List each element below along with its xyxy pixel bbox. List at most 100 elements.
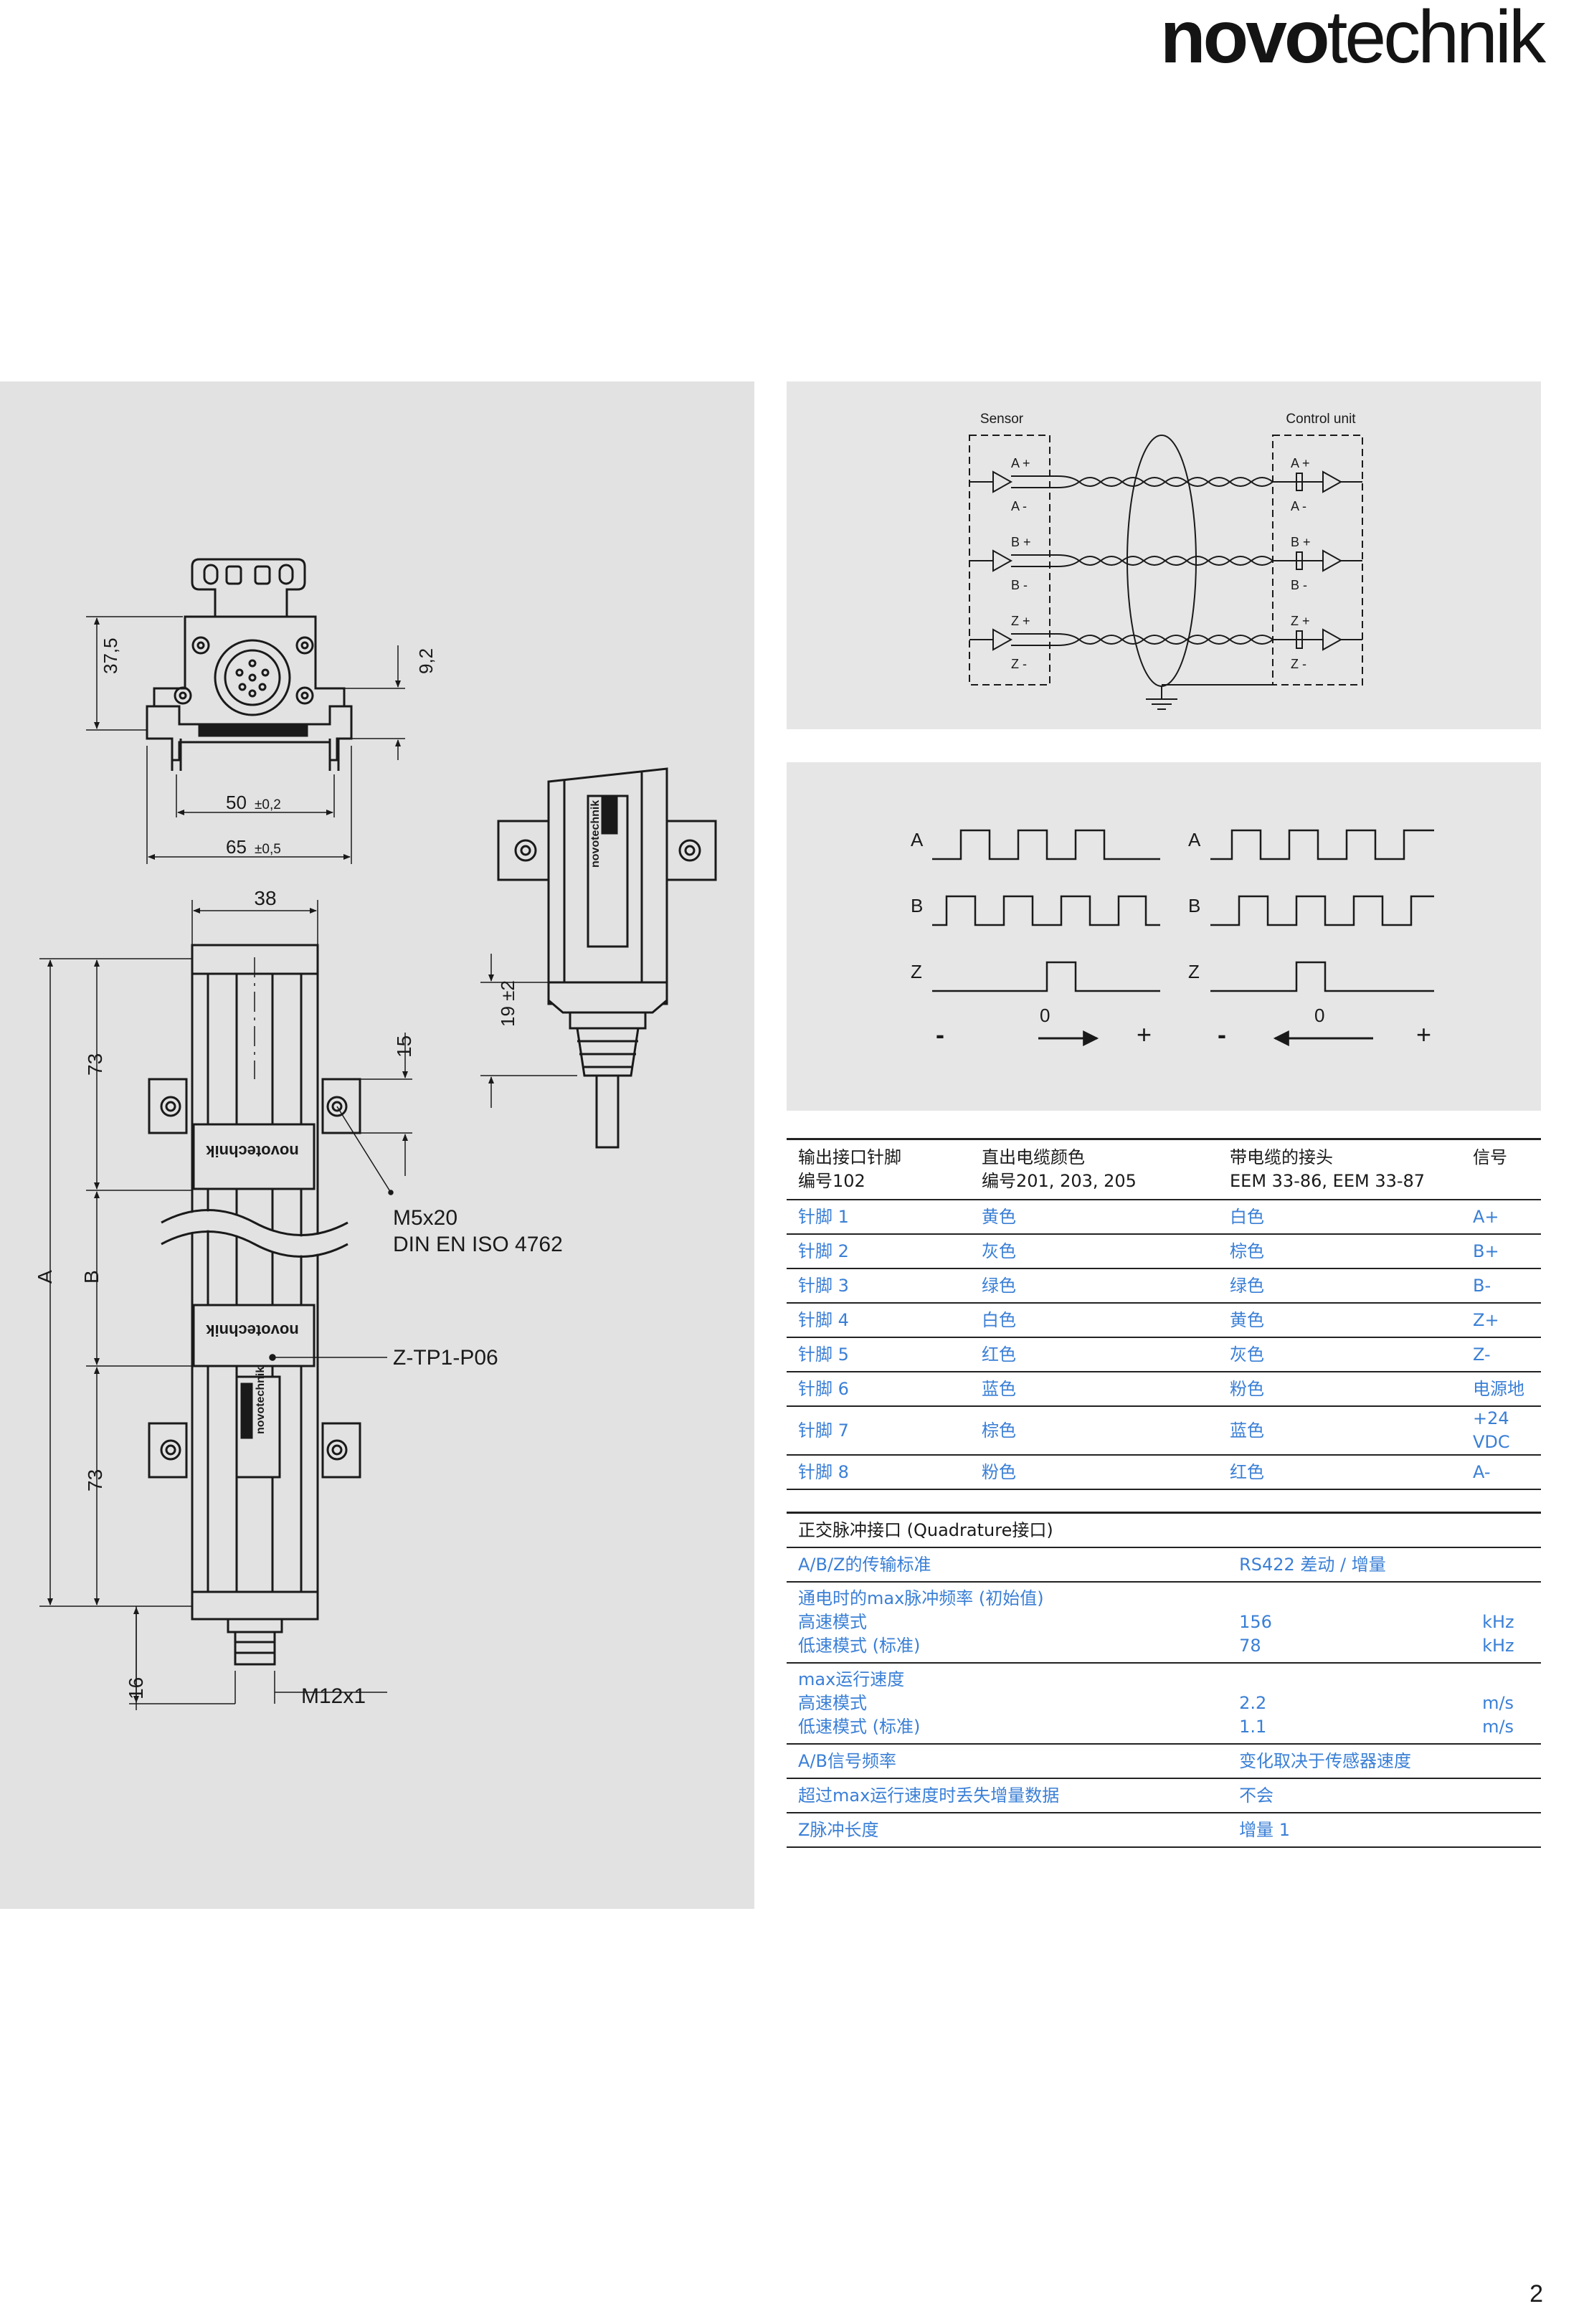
sensor-label: Sensor [980,412,1024,427]
control-signal-a-minus: A - [1291,499,1306,513]
dim-50-tolerance: ±0,2 [255,797,281,812]
wiring-schematic-panel [787,381,1541,729]
wave-left-b: B [911,895,923,916]
waveform-labels: A B Z - 0 + A B Z - 0 + [911,829,1431,1049]
pulse-frequency-label: 通电时的max脉冲频率 (初始值) 高速模式 低速模式 (标准) [787,1582,1228,1664]
dim-16: 16 [125,1677,147,1699]
table-row: Z脉冲长度 增量 1 [787,1813,1541,1848]
screw-spec-1: M5x20 [393,1206,457,1230]
z-pulse-length-value: 增量 1 [1228,1813,1541,1848]
wave-left-zero: 0 [1040,1005,1050,1026]
sensor-signal-b-plus: B + [1011,535,1031,549]
wave-right-zero: 0 [1314,1005,1324,1026]
ab-frequency-value: 变化取决于传感器速度 [1228,1744,1541,1779]
connector-thread-label: M12x1 [301,1684,366,1708]
control-signal-z-minus: Z - [1291,657,1306,671]
max-speed-label: max运行速度 高速模式 低速模式 (标准) [787,1663,1228,1745]
sensor-block-logo: novotechnik [255,1367,267,1434]
pin-header-cable: 直出电缆颜色编号201, 203, 205 [970,1138,1218,1200]
table-row: 超过max运行速度时丢失增量数据 不会 [787,1778,1541,1813]
upper-slider-logo: novotechnik [205,1142,298,1160]
sensor-signal-a-minus: A - [1011,499,1027,513]
dimension-drawing-panel [0,381,754,1909]
dim-65-tolerance: ±0,5 [255,842,281,857]
wave-left-plus: + [1137,1020,1152,1049]
dim-73-bottom: 73 [84,1469,106,1491]
dim-73-top: 73 [84,1053,106,1076]
data-loss-label: 超过max运行速度时丢失增量数据 [787,1778,1228,1813]
wave-right-b: B [1188,895,1200,916]
wave-right-z: Z [1188,961,1200,982]
dim-65: 65 [226,836,247,858]
pin-assignment-table: 输出接口针脚编号102 直出电缆颜色编号201, 203, 205 带电缆的接头… [787,1138,1541,1490]
pin-header-connector: 输出接口针脚编号102 [787,1138,970,1200]
sensor-signal-a-plus: A + [1011,456,1030,470]
waveforms-forward [932,829,1160,1046]
front-view-drawing [148,944,361,1666]
spec-title: 正交脉冲接口 (Quadrature接口) [787,1512,1541,1548]
sensor-signal-z-plus: Z + [1011,614,1030,628]
control-unit-label: Control unit [1286,412,1356,427]
wave-left-z: Z [911,961,922,982]
lower-slider-logo: novotechnik [205,1322,298,1339]
dim-38: 38 [254,887,276,909]
table-row: 通电时的max脉冲频率 (初始值) 高速模式 低速模式 (标准) 156 78 … [787,1582,1541,1664]
brand-logo-bold: novo [1160,0,1329,79]
side-view-logo: novotechnik [589,800,602,868]
dim-37-5: 37,5 [100,637,121,674]
pulse-frequency-units: kHz kHz [1471,1582,1541,1664]
dim-a: A [34,1270,56,1284]
dim-50: 50 [226,792,247,813]
brand-logo: novotechnik [1160,0,1546,75]
brand-logo-light: technik [1327,0,1546,79]
dim-15: 15 [393,1035,415,1058]
top-view-drawing [146,558,353,771]
wave-left-minus: - [936,1020,944,1049]
dim-b: B [80,1270,103,1284]
side-view-drawing [497,767,717,1149]
dim-9-2: 9,2 [415,648,437,674]
ab-frequency-label: A/B信号频率 [787,1744,1228,1779]
control-signal-b-plus: B + [1291,535,1311,549]
pin-header-signal: 信号 [1461,1138,1541,1200]
sensor-signal-b-minus: B - [1011,578,1028,592]
wave-right-a: A [1188,829,1201,850]
waveforms-reverse [1210,829,1434,1046]
top-view-dimensions [86,616,405,864]
data-loss-value: 不会 [1228,1778,1541,1813]
wave-right-plus: + [1416,1020,1431,1049]
pulse-frequency-values: 156 78 [1228,1582,1471,1664]
control-signal-a-plus: A + [1291,456,1310,470]
waveform-panel [787,762,1541,1111]
max-speed-values: 2.2 1.1 [1228,1663,1471,1745]
max-speed-units: m/s m/s [1471,1663,1541,1745]
pin-table-header: 输出接口针脚编号102 直出电缆颜色编号201, 203, 205 带电缆的接头… [787,1138,1541,1200]
z-pulse-length-label: Z脉冲长度 [787,1813,1228,1848]
slider-part-label: Z-TP1-P06 [393,1346,498,1370]
schematic-signal-labels: A + A - B + B - Z + Z - A + A - B + B - … [1011,456,1311,671]
sensor-signal-z-minus: Z - [1011,657,1027,671]
control-signal-z-plus: Z + [1291,614,1310,628]
table-row: A/B/Z的传输标准 RS422 差动 / 增量 [787,1547,1541,1583]
table-row: A/B信号频率 变化取决于传感器速度 [787,1744,1541,1779]
spec-title-row: 正交脉冲接口 (Quadrature接口) [787,1512,1541,1548]
front-view-dimensions [39,900,412,1710]
control-signal-b-minus: B - [1291,578,1307,592]
table-row: max运行速度 高速模式 低速模式 (标准) 2.2 1.1 m/s m/s [787,1663,1541,1745]
screw-spec-2: DIN EN ISO 4762 [393,1233,563,1256]
quadrature-spec-table: 正交脉冲接口 (Quadrature接口) A/B/Z的传输标准 RS422 差… [787,1512,1541,1848]
transmission-label: A/B/Z的传输标准 [787,1547,1228,1583]
wave-left-a: A [911,829,924,850]
wiring-schematic [969,435,1363,710]
wave-right-minus: - [1218,1020,1226,1049]
